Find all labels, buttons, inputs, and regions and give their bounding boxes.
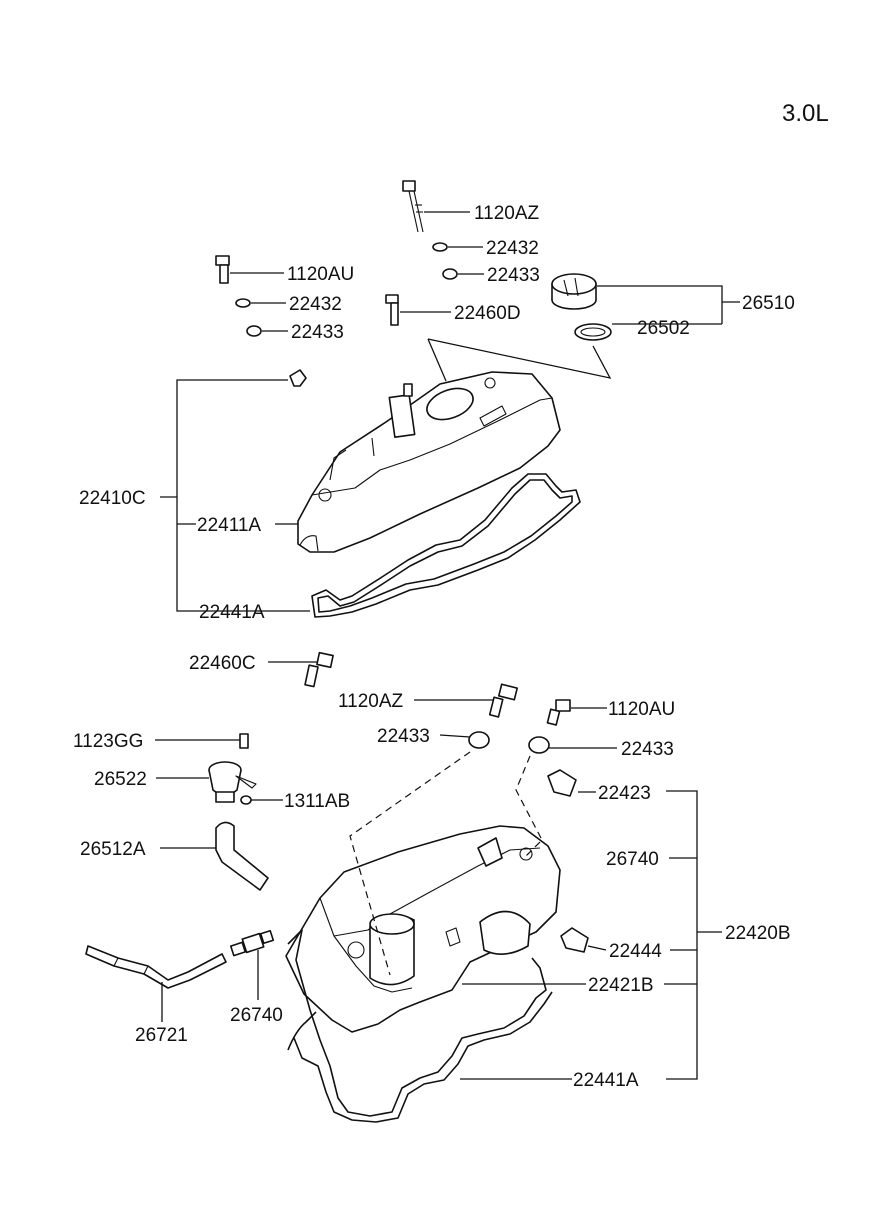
gasket-lower-inner	[293, 991, 553, 1123]
washer-22432-left-part	[235, 298, 251, 308]
label-26522: 26522	[94, 769, 147, 790]
pcv-valve-26522-part	[208, 761, 257, 803]
bolt-1120AU-left-part	[215, 255, 230, 284]
stud-22460D-part	[385, 294, 399, 326]
position-line-right	[515, 755, 543, 857]
leader-22433-mid-left	[439, 734, 471, 738]
hose-26512A-part	[215, 821, 269, 891]
leader-22444-a	[587, 945, 607, 951]
grommet-22433-top-part	[442, 268, 458, 280]
label-22420B: 22420B	[725, 923, 791, 944]
oil-filler-cap-part	[551, 273, 597, 310]
label-22423: 22423	[598, 783, 651, 804]
gasket-upper-inner	[317, 479, 573, 613]
label-26740-lower: 26740	[230, 1005, 283, 1026]
label-22441A-lower: 22441A	[573, 1070, 639, 1091]
clip-22423-part	[547, 769, 577, 797]
label-1120AU-left: 1120AU	[287, 264, 354, 285]
label-22432-top: 22432	[486, 238, 539, 259]
label-22432-left: 22432	[289, 294, 342, 315]
label-22433-top: 22433	[487, 265, 540, 286]
clip-22444-part	[560, 927, 589, 953]
label-22441A-upper: 22441A	[199, 602, 265, 623]
label-1123GG: 1123GG	[73, 731, 143, 752]
o-ring-26502-part	[574, 323, 612, 341]
label-1120AU-mid: 1120AU	[608, 699, 675, 720]
label-1311AB: 1311AB	[284, 791, 350, 812]
grommet-22433-mid-right-part	[528, 736, 550, 754]
engine-label: 3.0L	[782, 100, 829, 127]
connector-26740-lower-part	[229, 929, 275, 957]
grommet-22433-left-part	[246, 325, 262, 337]
breather-hose-26721-part	[85, 945, 227, 989]
leader-22420B-bracket	[666, 790, 698, 1080]
label-22444: 22444	[609, 941, 662, 962]
washer-22432-top-part	[432, 242, 448, 252]
grommet-22433-mid-left-part	[468, 731, 490, 749]
label-26721: 26721	[135, 1025, 188, 1046]
label-22433-mid-right: 22433	[621, 739, 674, 760]
leader-22410C-bracket	[176, 379, 310, 612]
bolt-1120AZ-mid-part	[488, 683, 519, 718]
label-26740-right: 26740	[606, 849, 659, 870]
label-22421B: 22421B	[588, 975, 654, 996]
label-22460D: 22460D	[454, 303, 521, 324]
label-22411A: 22411A	[197, 515, 261, 536]
gasket-lower-outer	[287, 929, 547, 1117]
label-22410C: 22410C	[79, 488, 146, 509]
label-26502: 26502	[637, 318, 690, 339]
position-line-left	[349, 751, 471, 976]
label-22460C: 22460C	[189, 653, 256, 674]
position-line-cap	[427, 338, 612, 379]
gasket-lower-left-tab	[287, 1011, 317, 1051]
label-1120AZ-top: 1120AZ	[474, 203, 540, 224]
valve-cover-upper-part	[297, 371, 561, 553]
label-22433-mid-left: 22433	[377, 726, 430, 747]
bolt-1120AZ-top-part	[402, 180, 424, 233]
clip-22410C-part	[289, 369, 307, 387]
valve-cover-lower-part	[285, 825, 561, 1033]
label-26510: 26510	[742, 293, 795, 314]
position-line-cap-left	[427, 338, 447, 382]
label-1120AZ-mid: 1120AZ	[338, 691, 404, 712]
grommet-1311AB-part	[240, 795, 252, 805]
gasket-upper-outer	[311, 473, 581, 618]
label-26512A: 26512A	[80, 839, 146, 860]
stud-22460C-part	[304, 651, 334, 688]
bolt-1120AU-mid-part	[546, 699, 571, 726]
leader-26510-bracket-top	[597, 285, 723, 324]
screw-1123GG-part	[239, 733, 249, 749]
label-22433-left: 22433	[291, 322, 344, 343]
